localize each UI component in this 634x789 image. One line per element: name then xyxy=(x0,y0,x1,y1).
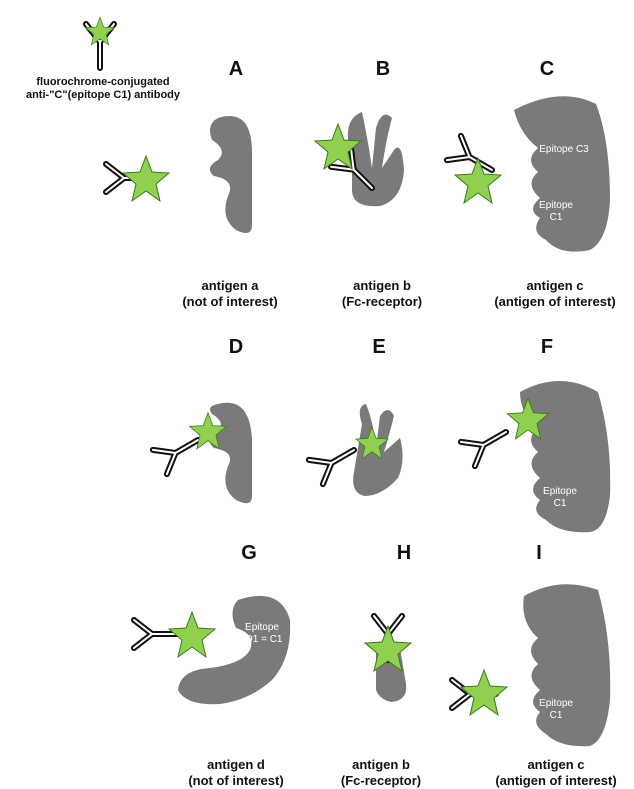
epitope-d1-label-line1: Epitope xyxy=(245,622,279,633)
antigen-b-shape xyxy=(348,112,404,206)
antigen-d-shape xyxy=(210,403,252,503)
panel-label-F: F xyxy=(541,336,553,359)
caption-name: antigen c xyxy=(494,278,615,294)
antibody-D xyxy=(153,428,205,474)
panel-label-H: H xyxy=(397,542,411,565)
antigen-f-shape xyxy=(520,381,610,532)
epitope-d1-label-line2: D1 = C1 xyxy=(246,634,283,645)
star-C xyxy=(455,158,501,203)
caption-antigen-b-2: antigen b (Fc-receptor) xyxy=(341,757,421,789)
legend-text: fluorochrome-conjugated anti-"C"(epitope… xyxy=(8,76,198,102)
caption-name: antigen a xyxy=(182,278,277,294)
panel-label-C: C xyxy=(540,58,554,81)
caption-name: antigen d xyxy=(188,757,283,773)
epitope-i-label-line2: C1 xyxy=(550,710,563,721)
antibody-G xyxy=(134,620,178,648)
legend-antibody-icon xyxy=(86,17,115,68)
antibody-F xyxy=(461,420,513,466)
epitope-f-label-line1: Epitope xyxy=(543,486,577,497)
star-I xyxy=(461,670,507,715)
antigen-a-shape xyxy=(210,116,252,233)
panel-label-D: D xyxy=(229,336,243,359)
antibody-E xyxy=(309,438,361,484)
caption-note: (Fc-receptor) xyxy=(341,773,421,789)
caption-antigen-b: antigen b (Fc-receptor) xyxy=(342,278,422,310)
caption-note: (not of interest) xyxy=(188,773,283,789)
star-A xyxy=(123,156,169,201)
caption-name: antigen b xyxy=(341,757,421,773)
antigen-c-shape xyxy=(514,96,610,251)
caption-name: antigen c xyxy=(495,757,616,773)
epitope-f-label-line2: C1 xyxy=(554,498,567,509)
epitope-c3-label: Epitope C3 xyxy=(539,144,589,155)
caption-note: (Fc-receptor) xyxy=(342,294,422,310)
caption-name: antigen b xyxy=(342,278,422,294)
epitope-i-label-line1: Epitope xyxy=(539,698,573,709)
antigen-g-shape xyxy=(178,596,290,704)
legend-line-2: anti-"C"(epitope C1) antibody xyxy=(8,89,198,102)
caption-antigen-c-2: antigen c (antigen of interest) xyxy=(495,757,616,789)
caption-antigen-c: antigen c (antigen of interest) xyxy=(494,278,615,310)
caption-note: (antigen of interest) xyxy=(495,773,616,789)
star-G xyxy=(169,612,215,657)
panel-label-B: B xyxy=(376,58,390,81)
epitope-c1-label-line2: C1 xyxy=(550,212,563,223)
legend-line-1: fluorochrome-conjugated xyxy=(8,76,198,89)
panel-label-G: G xyxy=(241,542,257,565)
caption-note: (antigen of interest) xyxy=(494,294,615,310)
panel-label-A: A xyxy=(229,58,243,81)
panel-label-I: I xyxy=(536,542,542,565)
antigen-i-shape xyxy=(523,584,610,746)
caption-antigen-d: antigen d (not of interest) xyxy=(188,757,283,789)
caption-note: (not of interest) xyxy=(182,294,277,310)
caption-antigen-a: antigen a (not of interest) xyxy=(182,278,277,310)
panel-label-E: E xyxy=(372,336,385,359)
epitope-c1-label-line1: Epitope xyxy=(539,200,573,211)
